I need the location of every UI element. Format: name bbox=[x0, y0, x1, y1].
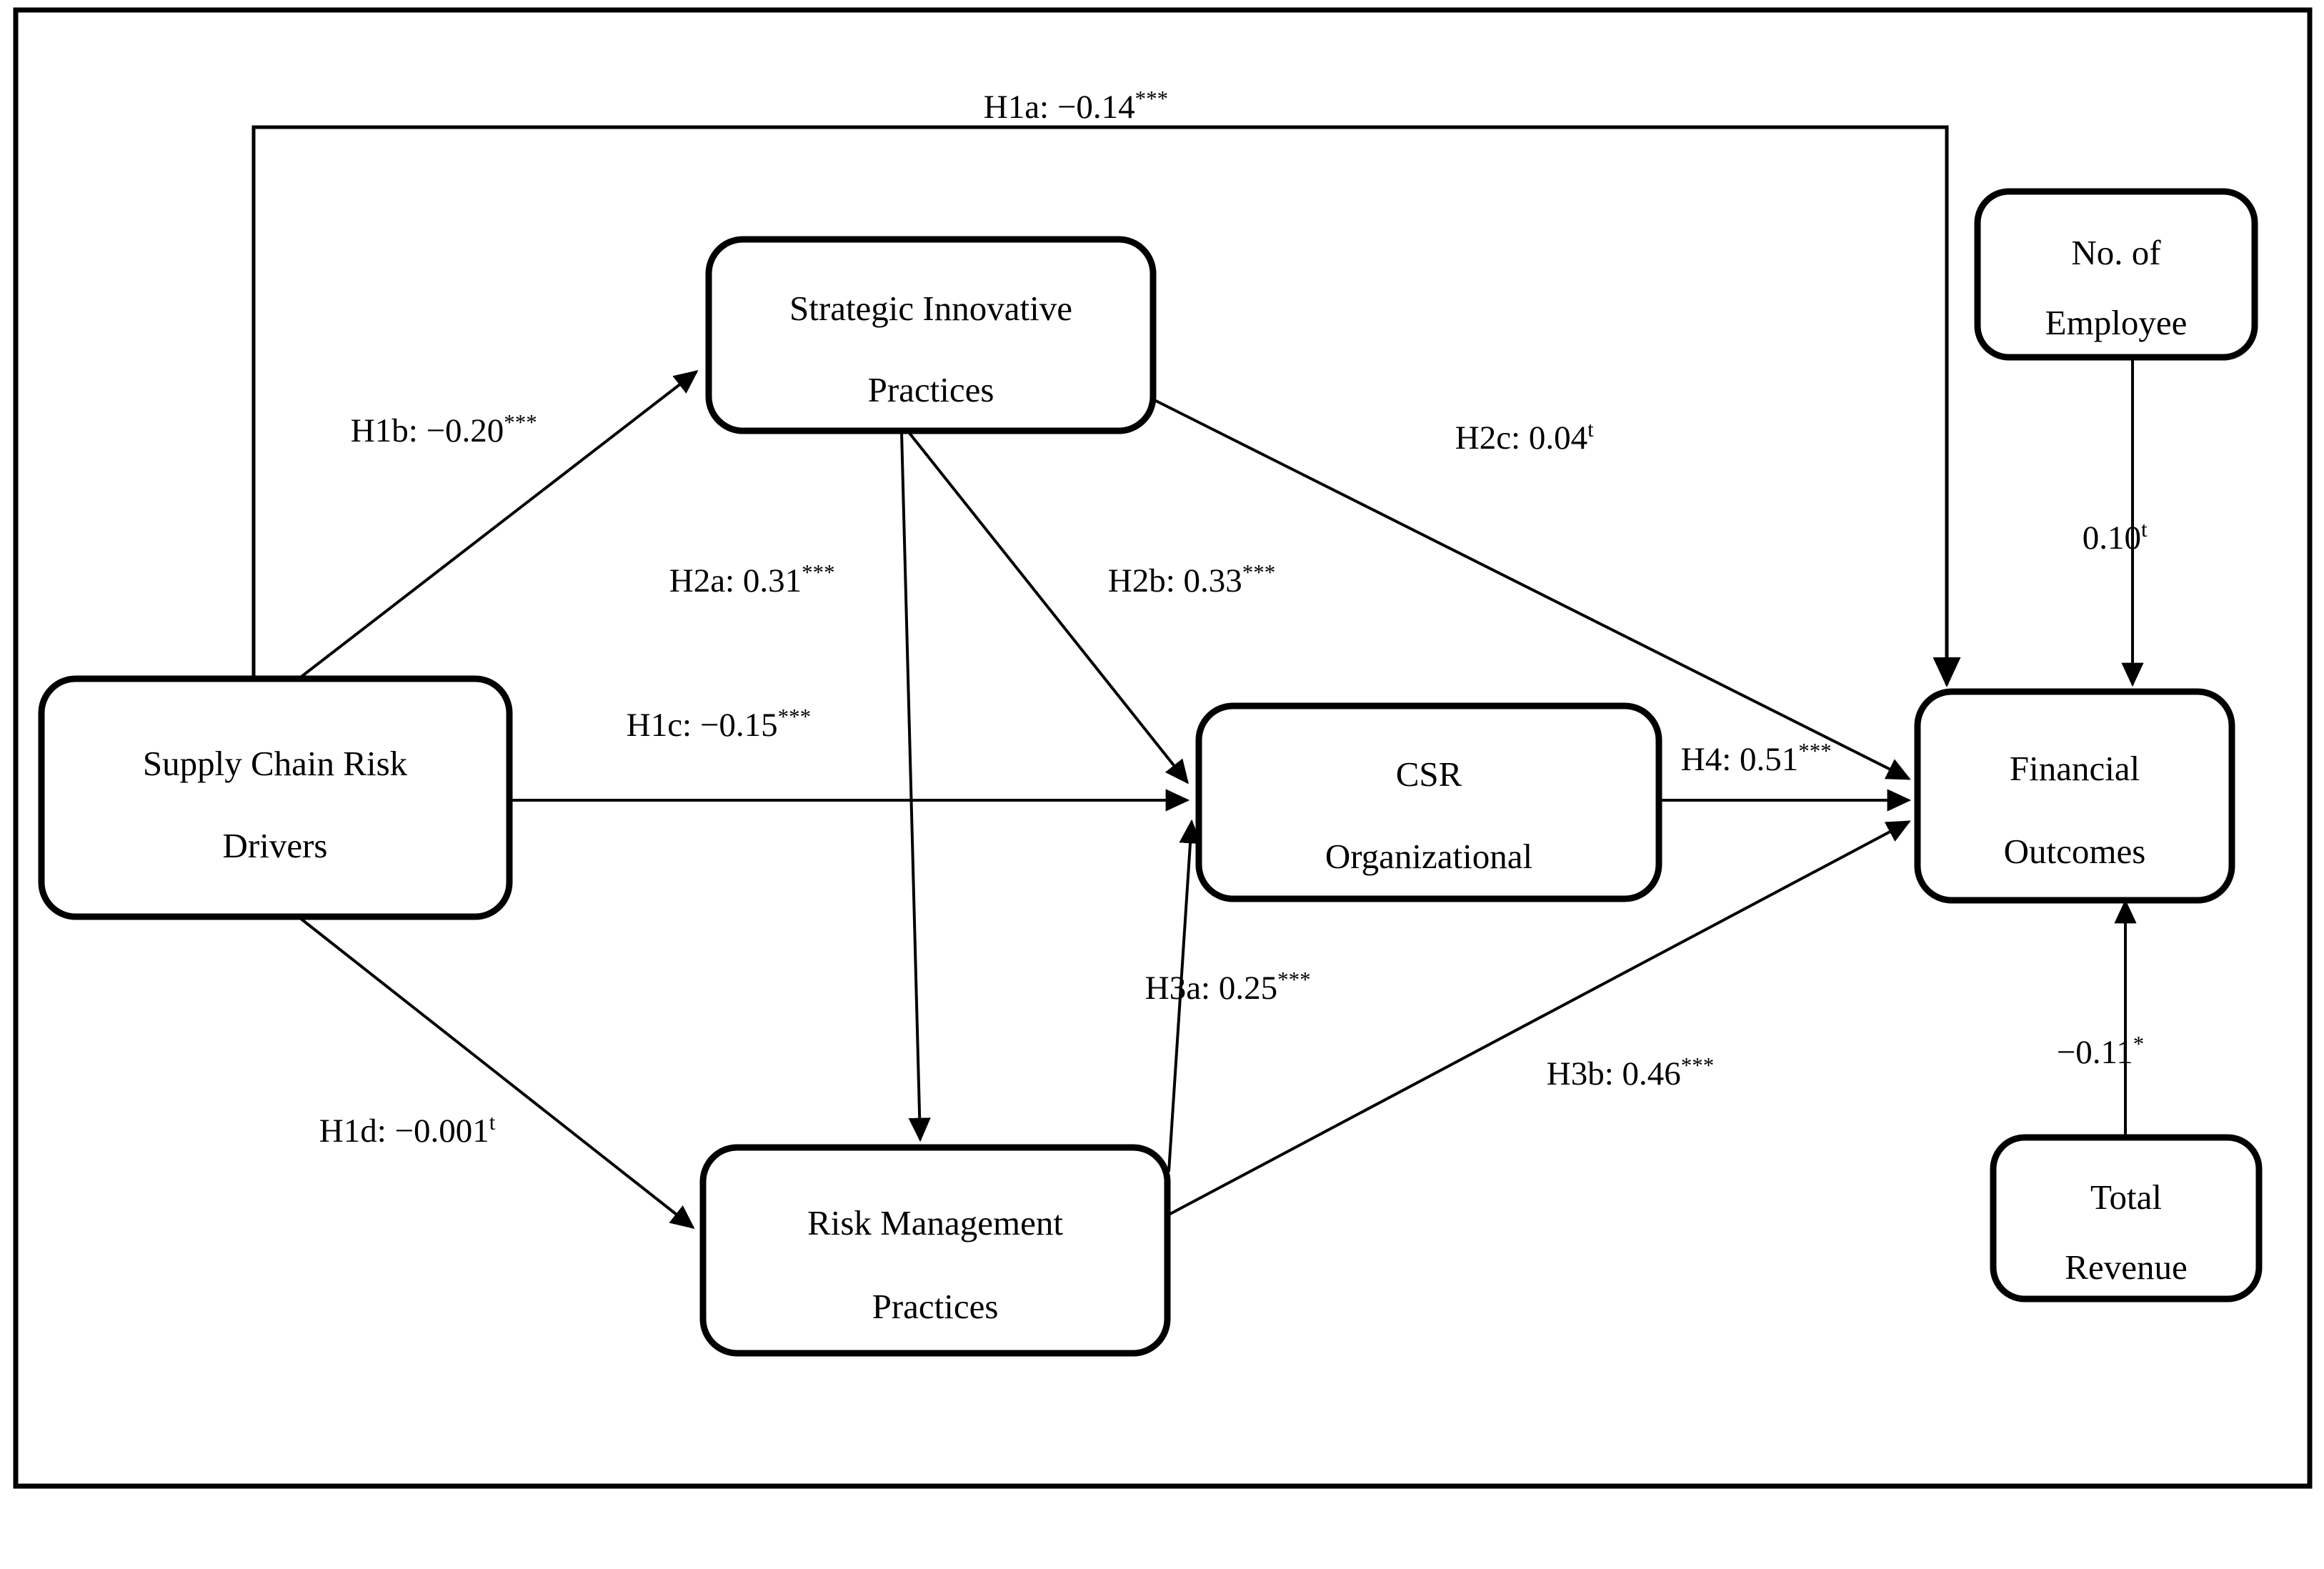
edge-line-h1a bbox=[251, 125, 1961, 688]
edge-label-h4-value: H4: 0.51 bbox=[1681, 741, 1799, 778]
edge-label-h1d-sig: t bbox=[489, 1110, 496, 1135]
edge-label-revenue-control: −0.11* bbox=[2015, 1031, 2170, 1072]
node-label-risk-management-practices-line2: Practices bbox=[872, 1287, 999, 1326]
edge-label-h2b: H2b: 0.33*** bbox=[1066, 559, 1301, 600]
edge-label-h1a-value: H1a: −0.14 bbox=[984, 89, 1135, 126]
edge-label-h3a-sig: *** bbox=[1277, 967, 1311, 992]
node-box-risk-management-practices[interactable] bbox=[699, 1144, 1171, 1357]
edge-label-h1c: H1c: −0.15*** bbox=[584, 704, 836, 744]
node-box-csr-organizational[interactable] bbox=[1195, 702, 1662, 902]
edge-label-h1c-sig: *** bbox=[778, 704, 812, 729]
figure-frame bbox=[13, 7, 2313, 1489]
edge-label-h2a: H2a: 0.31*** bbox=[627, 559, 860, 600]
edge-line-h3b bbox=[1168, 820, 1911, 1216]
edge-label-h3b-value: H3b: 0.46 bbox=[1547, 1055, 1681, 1092]
node-box-strategic-innovative-practices[interactable] bbox=[705, 236, 1157, 434]
node-box-no-of-employee[interactable] bbox=[1974, 188, 2258, 361]
node-label-no-of-employee-line2: Employee bbox=[2045, 303, 2188, 342]
edge-label-employee-control-value: 0.10 bbox=[2083, 519, 2141, 557]
edge-label-h1d: H1d: −0.001t bbox=[277, 1110, 521, 1150]
edge-label-h1b-value: H1b: −0.20 bbox=[351, 412, 504, 449]
node-label-financial-outcomes-line2: Outcomes bbox=[2004, 832, 2146, 871]
edge-label-h4: H4: 0.51*** bbox=[1639, 738, 1857, 779]
node-label-strategic-innovative-practices-line1: Strategic Innovative bbox=[789, 289, 1072, 328]
node-total-revenue[interactable]: Total Revenue bbox=[1990, 1134, 2263, 1302]
node-no-of-employee[interactable]: No. of Employee bbox=[1974, 188, 2258, 361]
edge-label-h2a-value: H2a: 0.31 bbox=[669, 562, 802, 599]
edge-line-h1b bbox=[288, 370, 699, 687]
node-label-supply-chain-risk-drivers-line1: Supply Chain Risk bbox=[143, 744, 408, 783]
node-label-financial-outcomes-line1: Financial bbox=[2010, 749, 2140, 788]
edge-line-h2a bbox=[900, 432, 931, 1142]
edge-label-h2b-sig: *** bbox=[1242, 559, 1276, 584]
node-box-supply-chain-risk-drivers[interactable] bbox=[38, 675, 513, 920]
edge-label-h2c-value: H2c: 0.04 bbox=[1455, 419, 1587, 457]
node-csr-organizational[interactable]: CSR Organizational bbox=[1195, 702, 1662, 902]
node-risk-management-practices[interactable]: Risk Management Practices bbox=[699, 1144, 1171, 1357]
node-box-financial-outcomes[interactable] bbox=[1914, 688, 2235, 904]
edge-label-h3b-sig: *** bbox=[1681, 1052, 1715, 1077]
edge-label-h3a: H3a: 0.25*** bbox=[1103, 967, 1336, 1007]
edge-label-revenue-control-sig: * bbox=[2133, 1031, 2145, 1056]
node-label-total-revenue-line1: Total bbox=[2090, 1177, 2162, 1217]
edge-label-h4-sig: *** bbox=[1798, 738, 1832, 763]
edge-label-h1b: H1b: −0.20*** bbox=[309, 409, 562, 450]
edge-label-h2c: H2c: 0.04t bbox=[1413, 417, 1619, 457]
edge-label-employee-control: 0.10t bbox=[2040, 517, 2173, 557]
edge-label-h2c-sig: t bbox=[1587, 417, 1594, 442]
node-label-csr-organizational-line1: CSR bbox=[1396, 754, 1462, 794]
node-label-risk-management-practices-line1: Risk Management bbox=[807, 1203, 1063, 1242]
edge-label-revenue-control-value: −0.11 bbox=[2057, 1034, 2133, 1071]
edge-label-h2b-value: H2b: 0.33 bbox=[1108, 562, 1242, 599]
edge-label-h3b: H3b: 0.46*** bbox=[1505, 1052, 1740, 1093]
edge-label-h1b-sig: *** bbox=[504, 409, 537, 434]
edge-line-h1d bbox=[299, 917, 695, 1229]
edge-label-h1d-value: H1d: −0.001 bbox=[319, 1112, 489, 1150]
edge-line-h3a bbox=[1167, 819, 1202, 1172]
edge-label-h1c-value: H1c: −0.15 bbox=[627, 707, 778, 744]
edge-label-employee-control-sig: t bbox=[2141, 517, 2148, 542]
edge-label-h3a-value: H3a: 0.25 bbox=[1145, 970, 1277, 1007]
node-label-total-revenue-line2: Revenue bbox=[2065, 1247, 2187, 1287]
node-label-csr-organizational-line2: Organizational bbox=[1325, 837, 1532, 876]
edge-label-h1a-sig: *** bbox=[1135, 86, 1169, 111]
edge-label-h2a-sig: *** bbox=[802, 559, 835, 584]
edge-label-h1a: H1a: −0.14*** bbox=[942, 86, 1193, 126]
node-supply-chain-risk-drivers[interactable]: Supply Chain Risk Drivers bbox=[38, 675, 513, 920]
edge-line-h2b bbox=[907, 431, 1189, 784]
node-label-strategic-innovative-practices-line2: Practices bbox=[868, 370, 994, 409]
node-strategic-innovative-practices[interactable]: Strategic Innovative Practices bbox=[705, 236, 1157, 434]
node-financial-outcomes[interactable]: Financial Outcomes bbox=[1914, 688, 2235, 904]
node-label-supply-chain-risk-drivers-line2: Drivers bbox=[223, 826, 328, 865]
node-label-no-of-employee-line1: No. of bbox=[2071, 233, 2161, 272]
node-box-total-revenue[interactable] bbox=[1990, 1134, 2263, 1302]
edge-line-h2c bbox=[1154, 399, 1911, 780]
